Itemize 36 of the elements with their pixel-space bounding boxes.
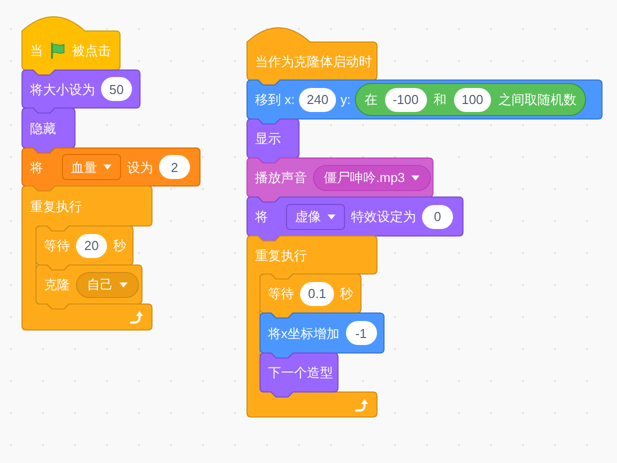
block-label: 秒: [340, 287, 354, 300]
number-input: -100: [384, 88, 427, 112]
reporter-block: [354, 83, 586, 116]
block-label: 播放声音: [255, 171, 307, 184]
block-label: 显示: [255, 132, 281, 145]
dropdown-menu: 虚像: [286, 204, 345, 230]
block-label: 将: [30, 160, 43, 174]
block-label: 将x坐标增加: [268, 326, 340, 340]
block-label: 克隆: [44, 278, 70, 291]
block-label: 移到 x:: [255, 93, 295, 106]
block-label: 将: [255, 210, 268, 223]
block-label: y:: [340, 93, 351, 106]
block-label: 等待: [44, 239, 70, 252]
block-label: 秒: [113, 239, 126, 252]
command-block: [36, 265, 142, 309]
number-input: 100: [454, 88, 492, 112]
block-label: 当: [30, 44, 43, 57]
block-label: 特效设定为: [351, 210, 416, 223]
block-label: 被点击: [72, 44, 111, 57]
block-label: 在: [364, 93, 378, 106]
dropdown-menu: 僵尸呻吟.mp3: [313, 164, 431, 190]
block-label: 将大小设为: [30, 82, 95, 96]
dropdown-menu: 自己: [76, 272, 139, 298]
block-label: 当作为克隆体启动时: [255, 54, 372, 68]
block-label: 之间取随机数: [498, 93, 576, 106]
block-label: 隐藏: [30, 122, 56, 134]
block-label: 重复执行: [30, 200, 82, 212]
command-block: [247, 80, 602, 124]
block-label: 等待: [268, 287, 294, 300]
block-label: 下一个造型: [268, 366, 333, 379]
dropdown-menu: 血量: [62, 154, 121, 180]
block-label: 重复执行: [255, 248, 307, 262]
command-block: [260, 353, 338, 397]
block-label: 和: [434, 93, 447, 106]
block-label: 设为: [127, 160, 153, 174]
loop-block: [22, 186, 152, 330]
